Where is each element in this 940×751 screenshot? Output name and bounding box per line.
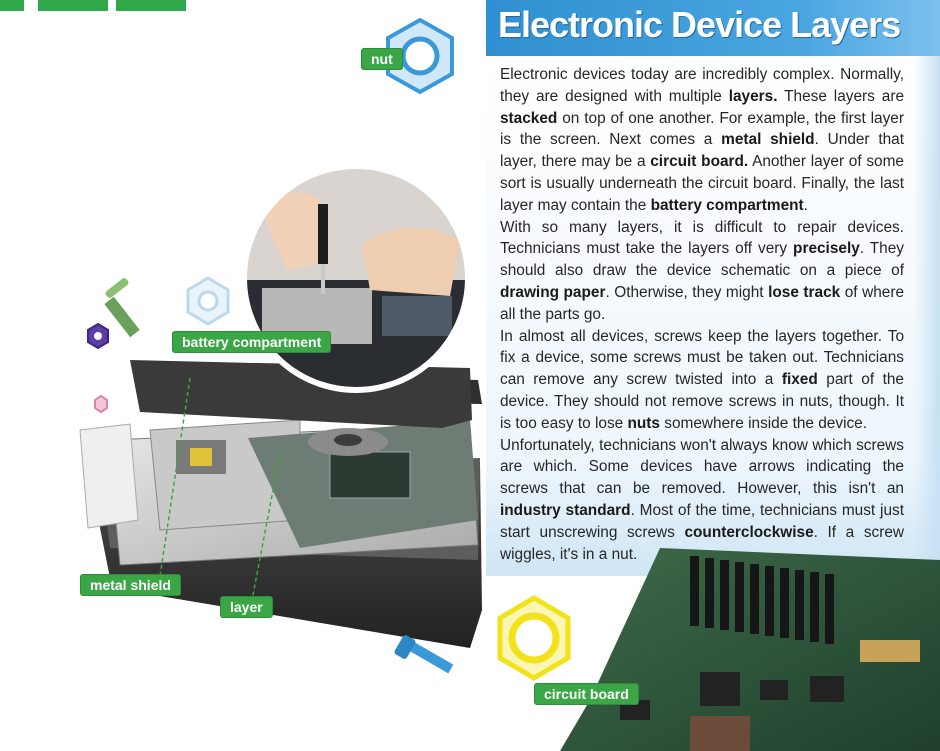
paragraph-4: Unfortunately, technicians won't always … [500, 436, 905, 563]
paragraph-2: With so many layers, it is difficult to … [500, 218, 904, 323]
hex-nut-icon [87, 322, 109, 350]
label-layer: layer [220, 596, 273, 618]
screw-icon [394, 635, 454, 674]
label-circuit-board: circuit board [534, 683, 639, 705]
top-accent-bar-2 [38, 0, 108, 11]
hex-nut-icon [94, 394, 108, 414]
body-text: Electronic devices today are incredibly … [500, 64, 904, 565]
page-title: Electronic Device Layers [498, 4, 901, 45]
hex-nut-icon [186, 276, 230, 326]
label-metal-shield: metal shield [80, 574, 181, 596]
screw-icon [104, 278, 140, 338]
hex-nut-icon [497, 595, 571, 681]
circuit-board-image [560, 548, 940, 751]
text-panel [486, 56, 940, 576]
top-accent-bar-3 [116, 0, 186, 11]
paragraph-1: Electronic devices today are incredibly … [500, 66, 904, 214]
label-battery-compartment: battery compartment [172, 331, 332, 353]
title-band [486, 0, 940, 56]
top-accent-bar-1 [0, 0, 24, 11]
paragraph-3: In almost all devices, screws keep the l… [500, 327, 904, 432]
device-layers-image [79, 360, 482, 648]
label-nut: nut [361, 48, 403, 70]
hex-nut-icon [386, 17, 454, 95]
